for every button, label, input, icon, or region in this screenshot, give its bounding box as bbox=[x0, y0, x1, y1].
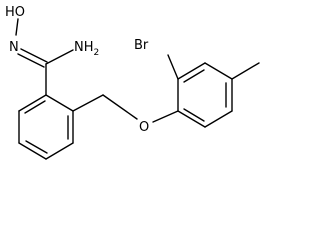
hydroxyl-label: HO bbox=[5, 5, 25, 20]
ring2-inner-1 bbox=[183, 69, 205, 83]
bond-c-n-double-b bbox=[20, 48, 48, 63]
ring2-inner-3 bbox=[183, 108, 205, 122]
imine-n-label: N bbox=[9, 40, 19, 55]
bond-o-n bbox=[15, 18, 19, 36]
bond-o-ring2 bbox=[152, 110, 179, 123]
ring2-bond-5 bbox=[204, 110, 233, 128]
bromine-label: Br bbox=[134, 38, 149, 53]
bond-ring-methyl bbox=[231, 62, 260, 80]
ring2-bond-3 bbox=[204, 62, 233, 80]
ring1-bond-6 bbox=[18, 94, 47, 112]
ring1-bond-1 bbox=[45, 94, 74, 112]
atom-labels: HO N NH2 O Br bbox=[5, 5, 149, 135]
bonds bbox=[15, 18, 260, 160]
amine-n-label: NH bbox=[74, 40, 94, 55]
ether-o-label: O bbox=[139, 120, 149, 135]
bond-c-n-double-a bbox=[17, 53, 45, 68]
bond-ring-ch2 bbox=[72, 94, 104, 112]
bond-c-nh2 bbox=[45, 49, 74, 65]
molecule-diagram: HO N NH2 O Br bbox=[5, 5, 260, 160]
ring2-bond-2 bbox=[177, 62, 206, 80]
amine-label: NH2 bbox=[74, 40, 99, 58]
bond-ring-br bbox=[167, 54, 179, 80]
ring1-bond-3 bbox=[45, 142, 74, 160]
bond-ch2-o bbox=[102, 94, 138, 120]
structure-svg: HO N NH2 O Br bbox=[5, 5, 260, 160]
amine-subscript: 2 bbox=[94, 48, 100, 58]
ring2-bond-6 bbox=[177, 110, 206, 128]
ring1-inner-2 bbox=[25, 140, 48, 154]
ring1-inner-3 bbox=[24, 100, 46, 114]
ring1-bond-4 bbox=[18, 142, 47, 160]
